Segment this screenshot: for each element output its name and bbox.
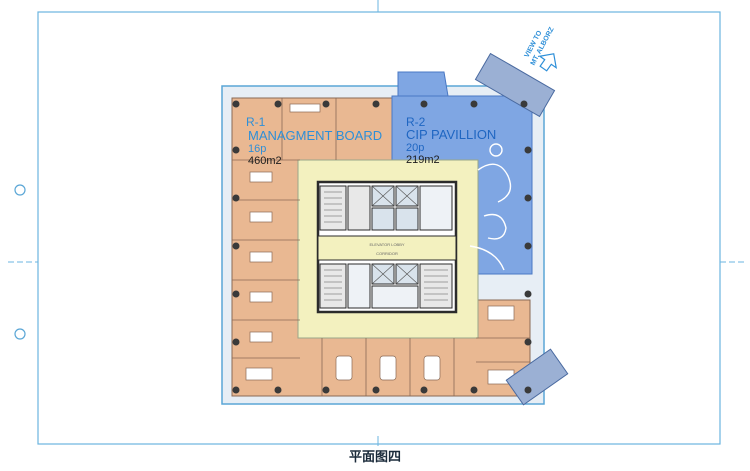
top-desk (289, 103, 321, 113)
stair-a (319, 185, 347, 231)
left-office-partitions (232, 159, 300, 359)
grid-bubble-b (14, 328, 26, 340)
cip-name: CIP PAVILLION (406, 127, 496, 142)
view-arrow-icon (538, 53, 558, 72)
view-direction-label: VIEW TO MT. ALBORZ (524, 26, 556, 67)
bottom-meeting-tables (335, 305, 515, 385)
management-name: MANAGMENT BOARD (248, 128, 382, 143)
service-room (347, 263, 371, 309)
cip-entrance-canopy (397, 71, 449, 97)
elevator-marks (371, 185, 419, 285)
grid-bubble-a (14, 184, 26, 196)
cip-zone-label: R-2 CIP PAVILLION 20p 219m2 (406, 115, 496, 166)
canopy-north-east (474, 52, 556, 118)
toilets-north (419, 185, 453, 231)
management-area: 460m2 (248, 155, 282, 167)
structural-columns (232, 100, 532, 394)
management-code: R-1 (246, 115, 266, 129)
stair-b (319, 263, 347, 309)
cip-code: R-2 (406, 115, 426, 129)
left-desks (245, 171, 273, 381)
cip-furniture (469, 143, 512, 271)
stair-treads (324, 191, 448, 301)
cip-area: 219m2 (406, 154, 440, 166)
corridor-label: CORRIDOR (376, 251, 398, 256)
sheet-border (37, 11, 721, 445)
top-office-partitions (281, 98, 337, 160)
bottom-office-partitions (321, 337, 530, 396)
management-people: 16p (248, 143, 266, 155)
elevator-lobby-label: ELEVATOR LOBBY (369, 242, 404, 247)
drawing-caption: 平面图四 (348, 450, 401, 465)
floor-plan-drawing: ELEVATOR LOBBY CORRIDOR (8, 0, 746, 446)
elevator-4 (395, 207, 419, 231)
cip-people: 20p (406, 142, 424, 154)
management-zone-label: R-1 MANAGMENT BOARD 16p 460m2 (246, 115, 382, 167)
shaft-a (347, 185, 371, 231)
canopy-south-east (505, 348, 569, 406)
stair-c (419, 263, 453, 309)
elevator-3 (371, 207, 395, 231)
elevator-lobby (317, 235, 457, 261)
toilets-south (371, 285, 419, 309)
